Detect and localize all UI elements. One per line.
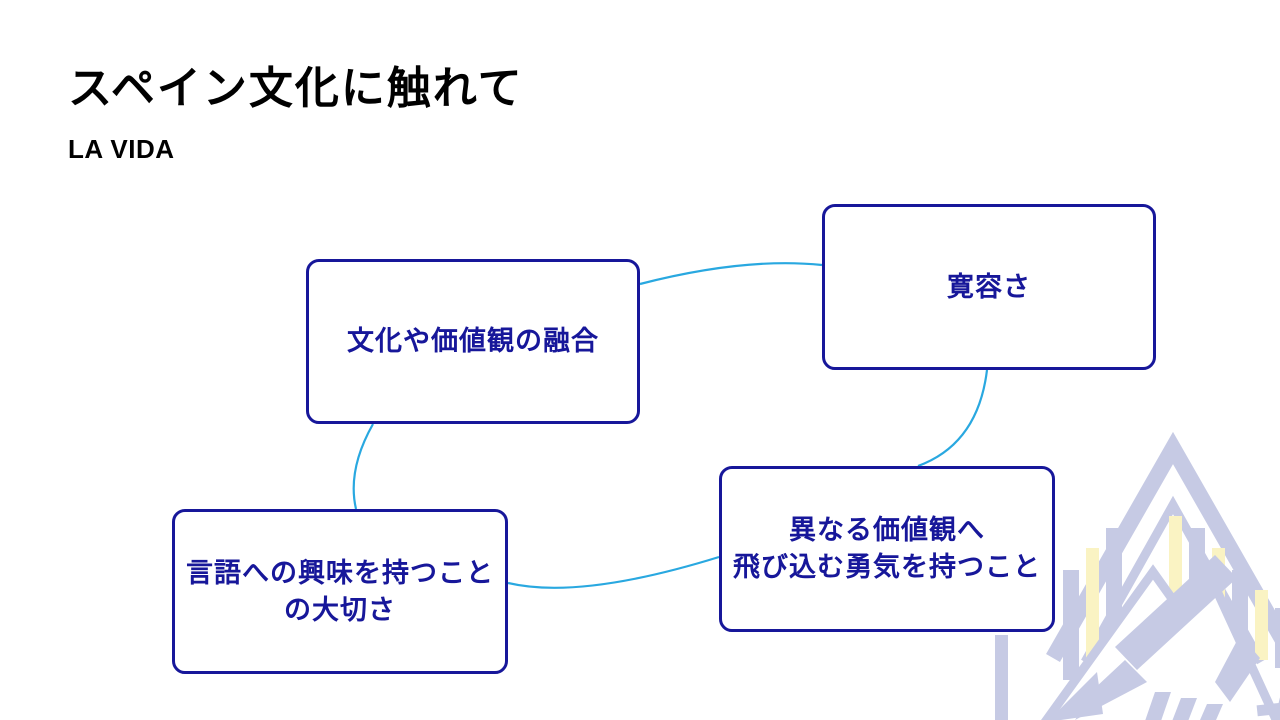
watermark-bolt-shaft xyxy=(1115,555,1237,670)
slide-subtitle: LA VIDA xyxy=(68,134,175,164)
watermark-bolt-arrowhead xyxy=(1049,672,1103,720)
watermark-bolt-right xyxy=(1215,635,1260,702)
watermark-letter-t-crossbar xyxy=(1256,700,1280,717)
watermark-outer-roof xyxy=(1046,431,1280,662)
watermark-bar xyxy=(1232,570,1248,660)
watermark-bar xyxy=(1275,608,1280,668)
node-label-line: 言語への興味を持つこと xyxy=(186,557,494,588)
watermark-bar xyxy=(1255,590,1268,660)
watermark-inner-roof xyxy=(1081,495,1265,665)
watermark-letter-stroke xyxy=(1145,692,1171,720)
watermark-bar xyxy=(1063,570,1079,680)
watermark-letter-t xyxy=(1274,697,1280,720)
node-label-line: 文化や価値観の融合 xyxy=(347,326,599,356)
watermark-letter-stroke xyxy=(1200,704,1223,720)
watermark-bar xyxy=(1106,528,1122,658)
watermark-pole xyxy=(995,635,1008,720)
node-fusion: 文化や価値観の融合 xyxy=(306,259,640,424)
edge-language-courage xyxy=(507,555,720,589)
edge-tolerance-courage xyxy=(917,369,989,468)
watermark-bolt-lower xyxy=(1075,660,1147,720)
node-courage: 異なる価値観へ 飛び込む勇気を持つこと xyxy=(719,466,1055,632)
edge-fusion-language xyxy=(352,423,374,510)
watermark-bar xyxy=(1212,548,1225,648)
slide-title: スペイン文化に触れて xyxy=(68,64,524,113)
node-language-importance: 言語への興味を持つこと の大切さ xyxy=(172,509,508,674)
node-label-line: の大切さ xyxy=(284,594,396,625)
watermark-bar xyxy=(1169,516,1182,636)
node-label-line: 飛び込む勇気を持つこと xyxy=(733,552,1041,582)
watermark-mountain xyxy=(1041,564,1280,720)
node-label-line: 寛容さ xyxy=(947,271,1031,302)
node-tolerance: 寛容さ xyxy=(822,204,1156,370)
watermark-letter-stroke xyxy=(1172,698,1197,720)
edge-fusion-tolerance xyxy=(639,262,823,286)
node-label-line: 異なる価値観へ xyxy=(789,515,985,545)
watermark-bar xyxy=(1189,528,1205,643)
watermark-bar xyxy=(1086,548,1099,668)
